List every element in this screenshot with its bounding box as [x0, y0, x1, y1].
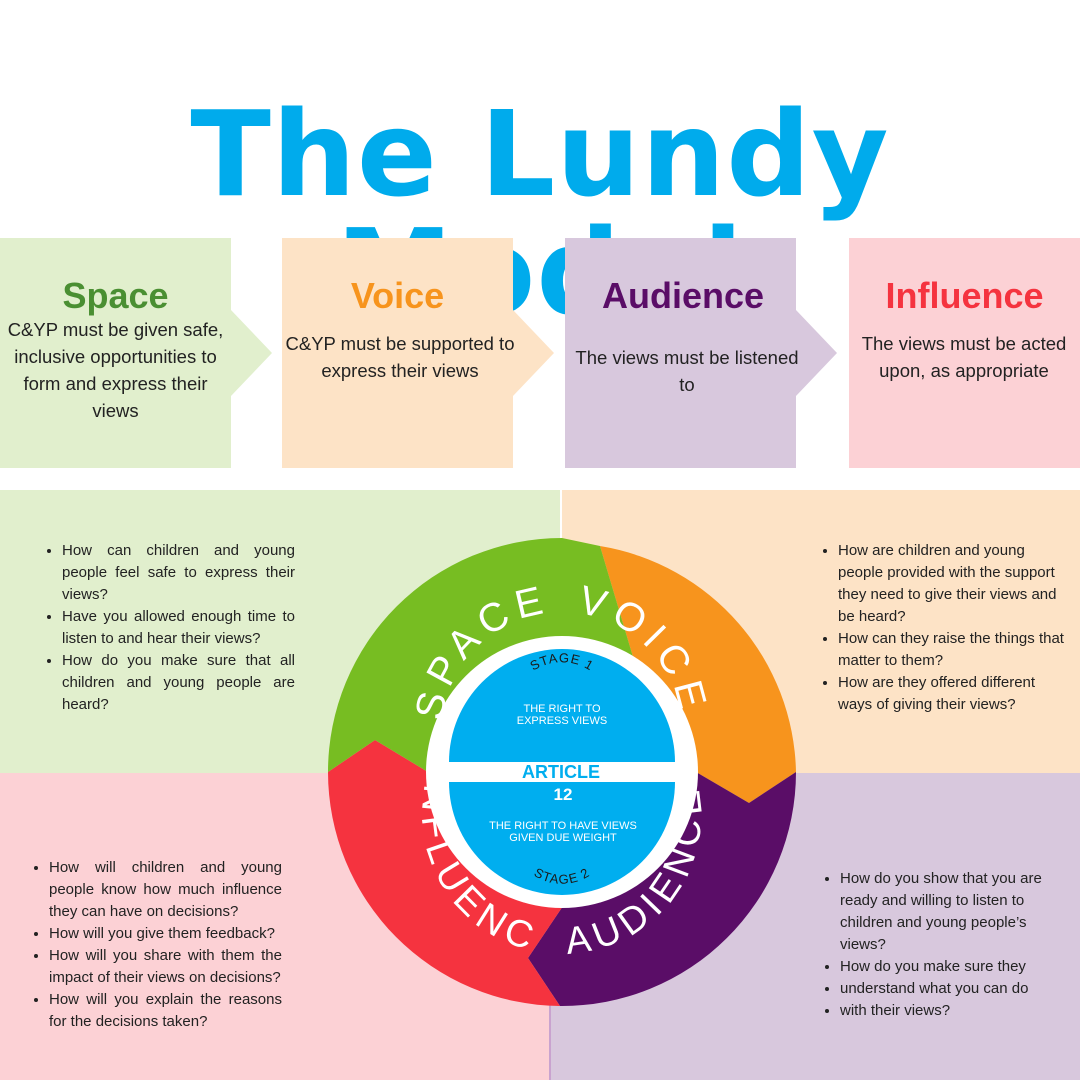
- stage-2-text-line1: THE RIGHT TO HAVE VIEWS: [489, 820, 637, 832]
- wheel-segment-space: [328, 538, 636, 772]
- step-space-heading: Space: [62, 275, 169, 316]
- step-influence-box-shape: [849, 238, 1080, 468]
- influence-questions: How will children and young people know …: [27, 857, 282, 1033]
- list-item: How are children and young people provid…: [838, 540, 1066, 628]
- step-audience-arrow-shape: [565, 238, 837, 468]
- stage-2-text-line2: GIVEN DUE WEIGHT: [509, 832, 617, 844]
- list-item: with their views?: [840, 1000, 1058, 1022]
- list-item: Have you allowed enough time to listen t…: [62, 606, 295, 650]
- list-item: How can children and young people feel s…: [62, 540, 295, 606]
- step-influence-heading: Influence: [885, 275, 1044, 316]
- space-questions: How can children and young people feel s…: [40, 540, 295, 716]
- step-audience-heading: Audience: [601, 275, 765, 316]
- audience-questions: How do you show that you are ready and w…: [818, 868, 1058, 1022]
- list-item: How do you make sure that all children a…: [62, 650, 295, 716]
- stage-1-text-line2: EXPRESS VIEWS: [517, 715, 607, 727]
- list-item: How will children and young people know …: [49, 857, 282, 923]
- list-item: How are they offered different ways of g…: [838, 672, 1066, 716]
- step-influence: Influence The views must be acted upon, …: [849, 238, 1080, 468]
- list-item: How do you show that you are ready and w…: [840, 868, 1058, 956]
- stage-2-label: STAGE 2: [532, 865, 593, 887]
- step-voice-heading: Voice: [350, 275, 445, 316]
- wheel-segment-voice: [600, 546, 796, 803]
- voice-questions: How are children and young people provid…: [816, 540, 1066, 716]
- step-influence-description: The views must be acted upon, as appropr…: [861, 333, 1067, 381]
- stage-1-label: STAGE 1: [527, 650, 596, 673]
- article-number: 12: [554, 785, 573, 804]
- stage-2-half: [449, 782, 675, 895]
- step-space-description: C&YP must be given safe, inclusive oppor…: [7, 319, 224, 421]
- list-item: How will you share with them the impact …: [49, 945, 282, 989]
- step-audience-description: The views must be listened to: [575, 347, 799, 395]
- article-label: ARTICLE: [522, 762, 600, 782]
- wheel-segment-audience: [528, 772, 796, 1007]
- list-item: How will you explain the reasons for the…: [49, 989, 282, 1033]
- stage-1-half: [449, 649, 675, 762]
- list-item: understand what you can do: [840, 978, 1058, 1000]
- step-audience: Audience The views must be listened to: [565, 238, 837, 468]
- step-space: Space C&YP must be given safe, inclusive…: [0, 238, 272, 468]
- stage-1-text-line1: THE RIGHT TO: [523, 703, 600, 715]
- list-item: How will you give them feedback?: [49, 923, 282, 945]
- step-space-arrow-shape: [0, 238, 272, 468]
- list-item: How can they raise the things that matte…: [838, 628, 1066, 672]
- step-voice-description: C&YP must be supported to express their …: [285, 333, 515, 381]
- step-voice: Voice C&YP must be supported to express …: [282, 238, 554, 468]
- wheel-segment-influence: [327, 740, 563, 1006]
- list-item: How do you make sure they: [840, 956, 1058, 978]
- step-voice-arrow-shape: [282, 238, 554, 468]
